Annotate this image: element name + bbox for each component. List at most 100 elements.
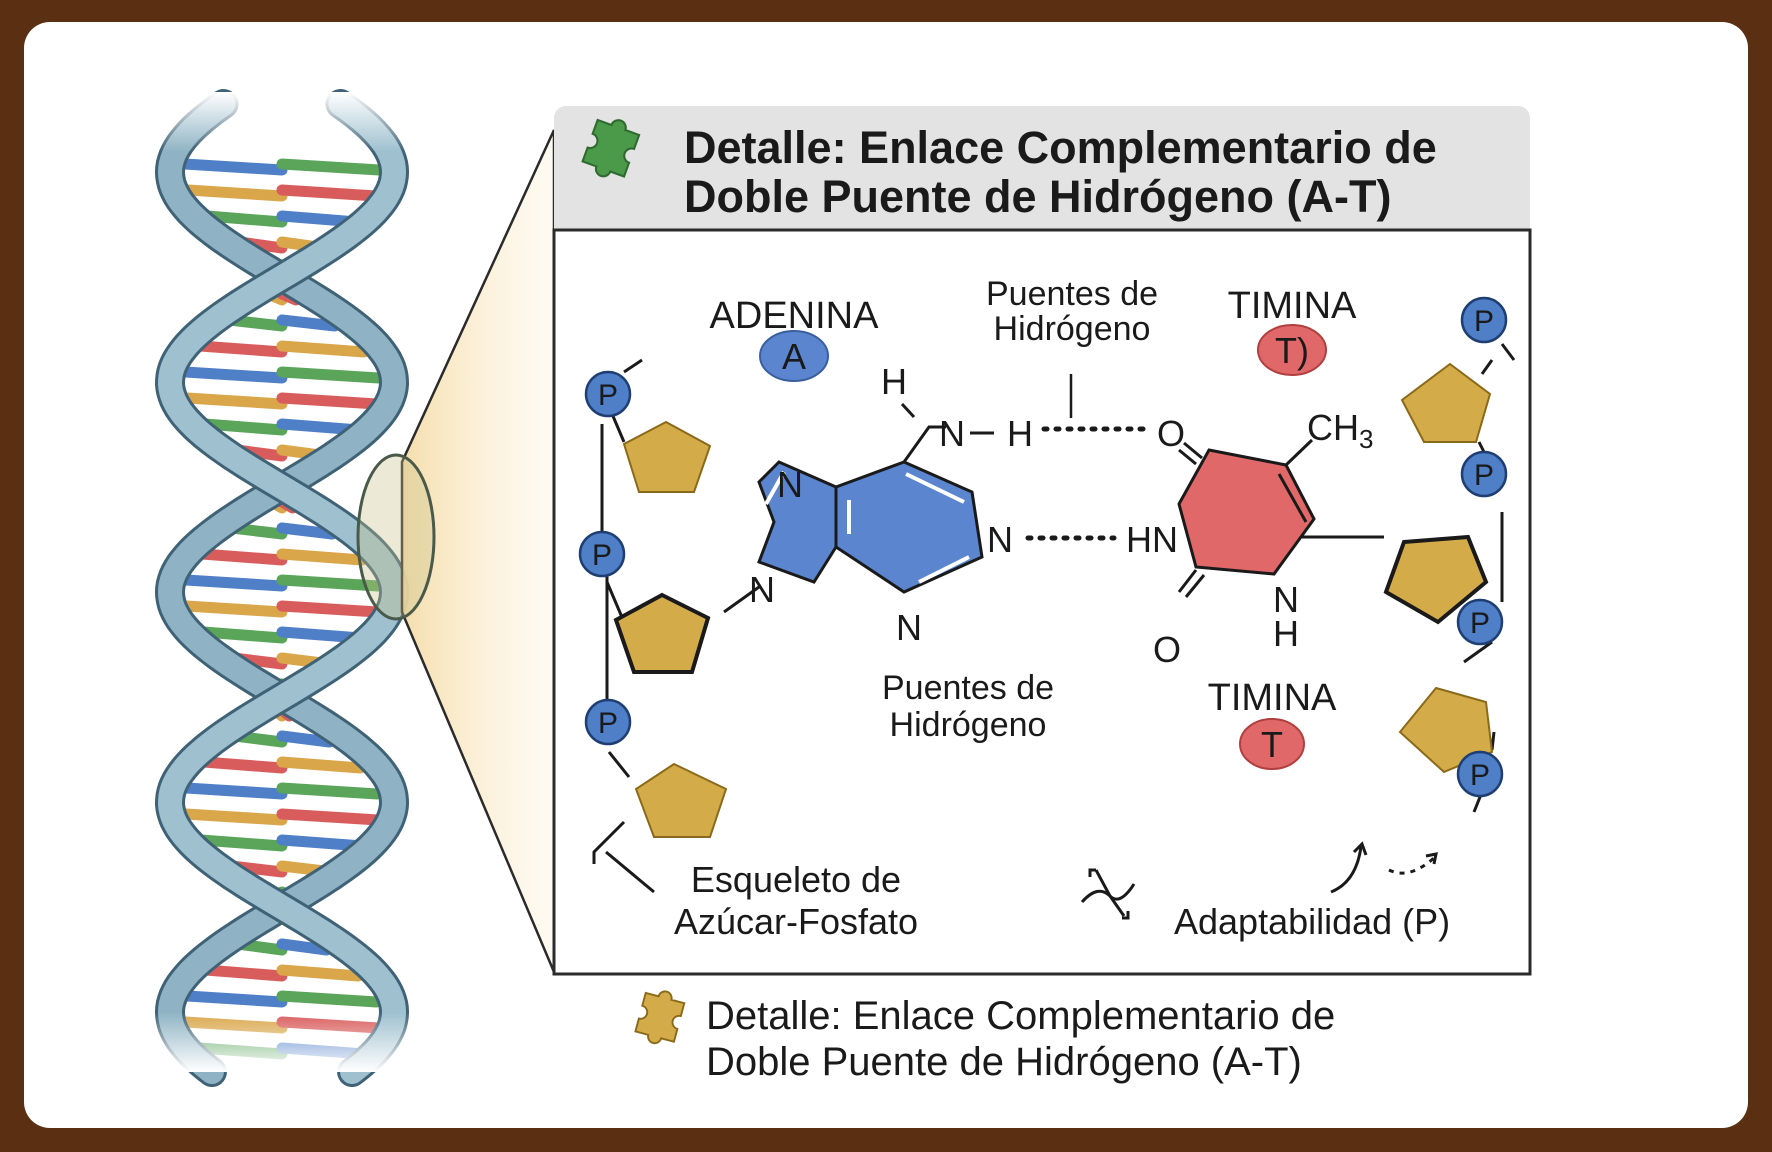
base-rung-left	[194, 340, 288, 358]
base-rung-left	[179, 158, 288, 176]
phosphate-circle: P	[1460, 296, 1508, 344]
hydrogen-bond-top	[1041, 374, 1155, 432]
hbond-top-label-line2: Hidrógeno	[994, 310, 1151, 348]
base-rung-left	[198, 756, 288, 774]
base-rung-left	[199, 418, 288, 436]
caption-line2: Doble Puente de Hidrógeno (A-T)	[706, 1040, 1302, 1084]
caption-puzzle-icon	[632, 985, 687, 1050]
base-rung-right	[276, 730, 335, 748]
atom-o-top: O	[1157, 413, 1185, 454]
timina-bottom-label: TIMINA	[1208, 677, 1337, 719]
atom-n-amine: N	[939, 413, 965, 454]
phosphate-circle: P	[584, 698, 632, 746]
atom-h-amine: H	[1007, 413, 1033, 454]
hbond-top-label-line1: Puentes de	[986, 275, 1158, 313]
atom-n-adenine-left: N	[749, 569, 775, 610]
base-rung-right	[276, 808, 384, 826]
base-rung-right	[276, 990, 383, 1008]
base-rung-right	[276, 184, 382, 202]
base-rung-right	[276, 964, 364, 982]
dna-helix	[124, 89, 444, 1087]
base-rung-right	[276, 756, 366, 774]
base-rung-left	[181, 990, 288, 1008]
phosphate-label: P	[592, 539, 612, 572]
phosphate-label: P	[1474, 459, 1494, 492]
base-rung-right	[276, 548, 368, 566]
base-rung-right	[276, 314, 341, 332]
header: Detalle: Enlace Complementario de Doble …	[554, 106, 1530, 246]
adaptability-label: Adaptabilidad (P)	[1174, 901, 1450, 942]
phosphate-circle: P	[1456, 750, 1504, 798]
base-rung-left	[182, 184, 288, 202]
timina-top-badge: T)	[1257, 324, 1327, 376]
adaptability-arrows-icon	[1080, 841, 1438, 920]
header-title-line1: Detalle: Enlace Complementario de	[684, 122, 1437, 173]
sugar-left-2	[613, 592, 711, 674]
phosphate-circle: P	[584, 370, 632, 418]
timina-top-label: TIMINA	[1228, 285, 1357, 327]
base-rung-right	[276, 392, 383, 410]
base-rung-right	[276, 834, 369, 852]
sugar-left-1	[622, 420, 712, 493]
phosphate-label: P	[598, 707, 618, 740]
base-rung-left	[179, 366, 288, 384]
backbone-label-line1: Esqueleto de	[691, 859, 901, 900]
timina-bottom-badge: T	[1239, 718, 1305, 770]
hbond-mid-label-line1: Puentes de	[882, 669, 1054, 707]
base-rung-left	[195, 834, 288, 852]
base-rung-right	[276, 938, 333, 956]
base-rung-left	[180, 574, 288, 592]
base-rung-left	[180, 808, 288, 826]
atom-hn: HN	[1126, 519, 1178, 560]
base-rung-left	[197, 626, 288, 644]
base-rung-right	[276, 158, 385, 176]
base-rung-left	[200, 964, 288, 982]
atom-n-adenine-top: N	[777, 464, 803, 505]
base-rung-left	[181, 782, 288, 800]
adenina-label: ADENINA	[710, 295, 880, 337]
svg-text:T): T)	[1275, 330, 1309, 371]
dna-diagram: Detalle: Enlace Complementario de Doble …	[124, 89, 1532, 1087]
phosphate-label: P	[1470, 759, 1490, 792]
base-rung-left	[196, 548, 288, 566]
backbone-label-line2: Azúcar-Fosfato	[674, 901, 918, 942]
phosphate-circle: P	[1456, 598, 1504, 646]
adenina-badge: A	[759, 330, 829, 382]
sugar-right-1	[1400, 362, 1492, 443]
phosphate-circle: P	[578, 530, 626, 578]
atom-n-adenine-bottom: N	[896, 607, 922, 648]
thymine-molecule	[1177, 438, 1316, 598]
header-title-line2: Doble Puente de Hidrógeno (A-T)	[684, 171, 1391, 222]
atom-n-thymine-bottom: N	[1273, 579, 1299, 620]
adenine-molecule	[757, 402, 984, 594]
base-rung-right	[276, 522, 338, 540]
phosphate-label: P	[598, 379, 618, 412]
svg-text:A: A	[782, 336, 806, 377]
caption-line1: Detalle: Enlace Complementario de	[706, 994, 1335, 1038]
atom-o-bottom: O	[1153, 629, 1181, 670]
sugar-left-3	[634, 762, 728, 838]
hbond-mid-label-line2: Hidrógeno	[890, 706, 1047, 744]
atom-h-top: H	[881, 361, 907, 402]
base-rung-left	[180, 600, 288, 618]
zoom-callout	[356, 129, 556, 973]
sugar-right-2	[1383, 534, 1489, 625]
diagram-frame: Detalle: Enlace Complementario de Doble …	[24, 22, 1748, 1128]
svg-text:T: T	[1261, 724, 1283, 765]
phosphate-groups: P P P P P P P	[578, 296, 1508, 798]
atom-n-adenine-right: N	[987, 519, 1013, 560]
helix-strand-front-fill	[157, 92, 407, 1084]
detail-panel	[552, 228, 1532, 976]
base-rung-right	[276, 782, 383, 800]
base-rung-right	[276, 340, 370, 358]
phosphate-label: P	[1470, 607, 1490, 640]
phosphate-circle: P	[1460, 450, 1508, 498]
base-rung-right	[276, 600, 384, 618]
base-rung-right	[276, 574, 384, 592]
phosphate-label: P	[1474, 305, 1494, 338]
base-rung-left	[181, 392, 288, 410]
atom-h-thymine-bottom: H	[1273, 613, 1299, 654]
atom-ch3: CH3	[1307, 407, 1373, 454]
base-rung-right	[276, 366, 385, 384]
base-rung-left	[201, 210, 288, 228]
